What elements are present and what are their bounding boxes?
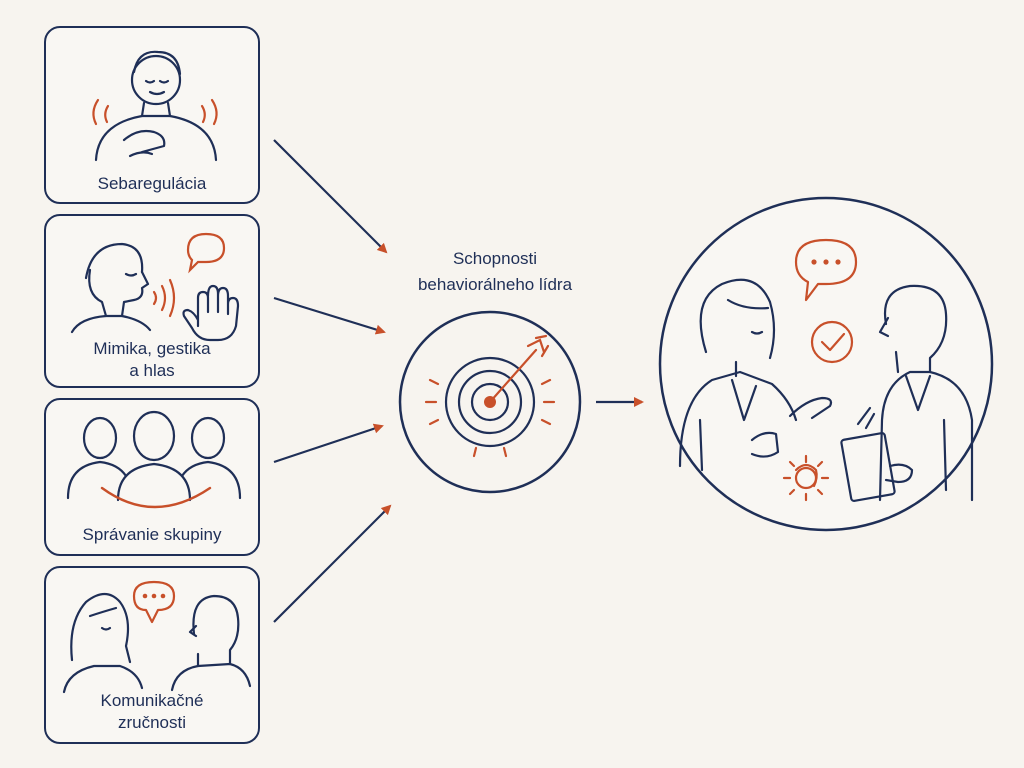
conversation-pair-icon [62,580,252,694]
leaders-discussion-icon [658,196,994,532]
card-expression-gesture-voice: Mimika, gestika a hlas [44,214,260,388]
card-label-line: Správanie skupiny [82,525,222,544]
card-label-line: Mimika, gestika [93,339,211,358]
card-label-line: Komunikačné [100,691,204,710]
center-title-line: behaviorálneho lídra [417,275,573,294]
arrow-from-self-regulation [273,139,388,254]
speaking-person-gesture-icon [70,232,240,342]
arrow-from-communication [273,504,392,623]
arrow-from-group [273,423,384,464]
group-people-icon [66,410,242,509]
target-arrow-icon [398,310,582,494]
center-title-line: Schopnosti [452,249,538,268]
input-arrows [273,139,644,623]
card-label-line: zručnosti [117,713,187,732]
arrow-from-expression [273,296,386,335]
self-regulation-person-icon [92,50,218,162]
card-label-line: Sebaregulácia [97,174,207,193]
card-group-behavior: Správanie skupiny [44,398,260,556]
card-label-line: a hlas [129,361,175,380]
center-title: Schopnosti behaviorálneho lídra [390,246,600,298]
card-self-regulation: Sebaregulácia [44,26,260,204]
card-communication-skills: Komunikačné zručnosti [44,566,260,744]
